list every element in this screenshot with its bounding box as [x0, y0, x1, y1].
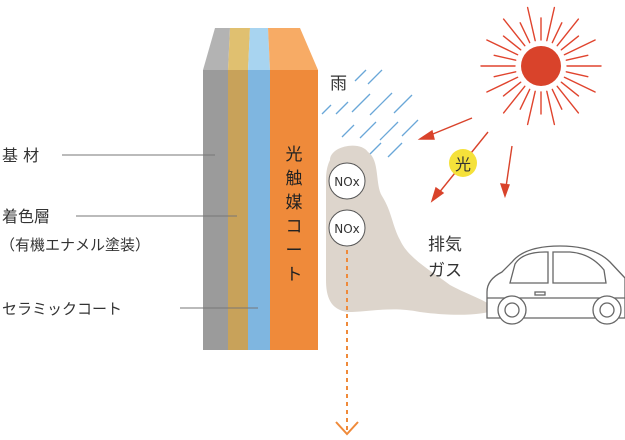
- ceramic-label: セラミックコート: [2, 300, 122, 318]
- nox-bubble-1: NOx: [328, 162, 366, 200]
- exhaust-label-line1: 排気: [428, 235, 462, 255]
- sun-ray: [556, 85, 580, 114]
- sun-ray: [502, 85, 526, 114]
- sun-ray: [551, 22, 563, 44]
- nox-bubble-2: NOx: [328, 209, 366, 247]
- colored-layer-label: 着色層: [2, 207, 50, 226]
- sun-ray: [493, 54, 517, 61]
- car-icon: [486, 245, 625, 325]
- sun-ray: [546, 90, 556, 126]
- layer-stack: [203, 28, 318, 350]
- sun-ray: [546, 6, 556, 42]
- light-badge: [449, 149, 477, 177]
- sun-ray: [563, 39, 596, 56]
- sun-ray: [556, 18, 580, 47]
- light-label: 光: [455, 155, 471, 174]
- sun-ray: [565, 54, 589, 61]
- sun-ray: [560, 81, 580, 97]
- sun-icon: [480, 6, 602, 126]
- colored-layer-top: [228, 28, 250, 70]
- nox-label-2: NOx: [334, 222, 360, 236]
- down-arrow-icon: [335, 250, 359, 436]
- sun-ray: [519, 88, 531, 110]
- light-arrows: [417, 117, 513, 203]
- colored-layer-sub-label: （有機エナメル塗装）: [0, 236, 150, 254]
- leader-lines: [62, 154, 258, 309]
- sun-ray: [502, 18, 526, 47]
- substrate-layer: [203, 70, 228, 350]
- ceramic-layer: [248, 70, 270, 350]
- rain-icon: [321, 69, 419, 158]
- sun-ray: [502, 35, 522, 51]
- sun-ray: [565, 71, 589, 78]
- colored-layer: [228, 70, 248, 350]
- sun-ray: [551, 88, 563, 110]
- exhaust-smoke: [326, 145, 495, 315]
- photocatalyst-layer: [270, 70, 318, 350]
- substrate-top: [203, 28, 230, 70]
- nox-label-1: NOx: [334, 175, 360, 189]
- sun-ray: [486, 76, 519, 93]
- sun-ray: [502, 81, 522, 97]
- ceramic-top: [248, 28, 270, 70]
- sun-ray: [563, 76, 596, 93]
- photocatalyst-top: [268, 28, 318, 70]
- substrate-label: 基 材: [2, 146, 39, 165]
- sun-ray: [486, 39, 519, 56]
- exhaust-label-line2: ガス: [428, 261, 462, 281]
- sun-ray: [526, 90, 536, 126]
- sun-ray: [519, 22, 531, 44]
- sun-ray: [493, 71, 517, 78]
- photocatalyst-label-text: 光触媒コート: [286, 145, 303, 285]
- sun-ray: [526, 6, 536, 42]
- photocatalyst-label: 光触媒コート: [286, 145, 303, 285]
- rain-label: 雨: [330, 74, 347, 94]
- sun-ray: [560, 35, 580, 51]
